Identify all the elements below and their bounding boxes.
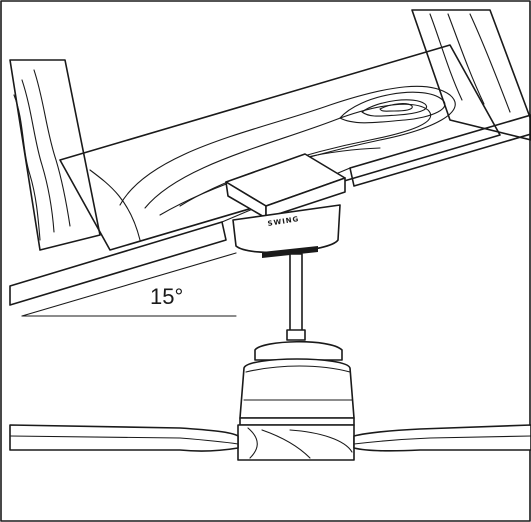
fan-mount-canopy: SWING [225,153,346,258]
sloped-ceiling [9,9,531,306]
angle-label: 15° [150,284,183,309]
fan-downrod [286,253,306,341]
angle-slope-line [21,252,237,317]
fan-blades [9,424,531,452]
fan-motor-housing [237,340,355,461]
angle-indicator: 15° [21,252,237,317]
